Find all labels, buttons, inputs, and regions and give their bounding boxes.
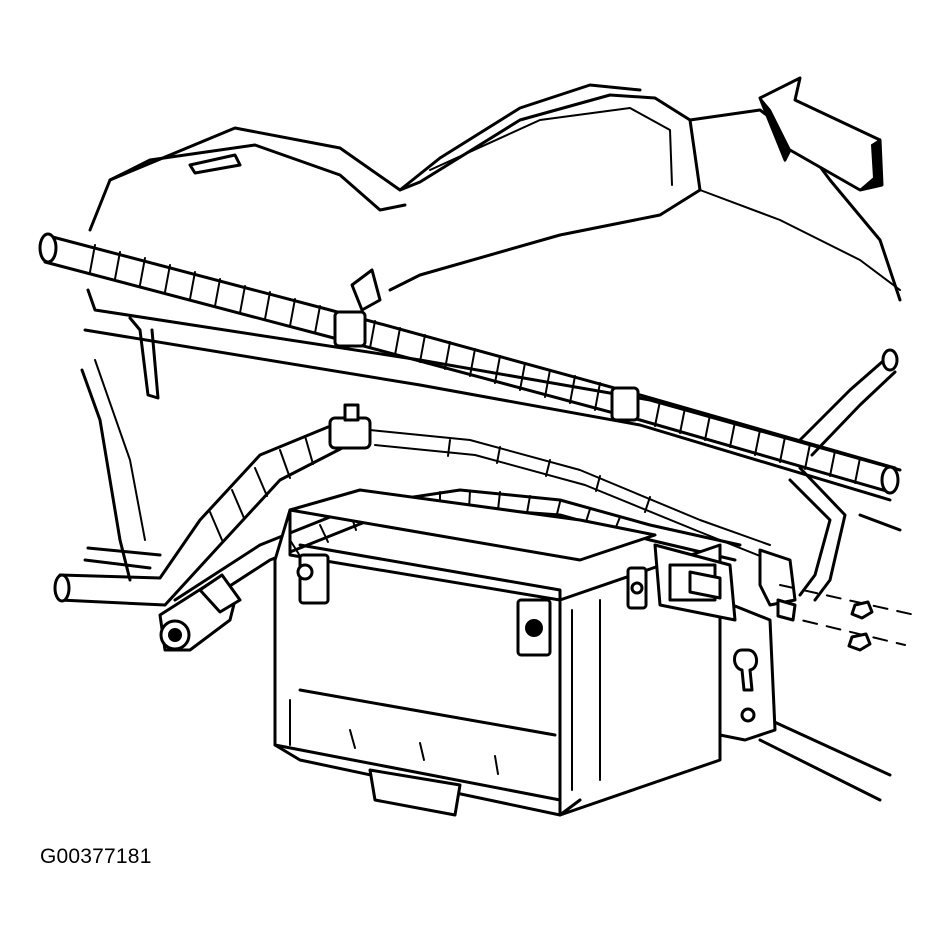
harness-connector bbox=[653, 543, 797, 622]
main-wiring-harness bbox=[38, 232, 900, 495]
mounting-nuts bbox=[776, 584, 916, 652]
ground-terminal bbox=[158, 573, 242, 652]
control-module bbox=[273, 488, 777, 817]
figure-id-label: G00377181 bbox=[40, 845, 152, 868]
direction-arrow-icon bbox=[758, 76, 884, 192]
module-wiring-harness bbox=[53, 403, 847, 617]
module-fasteners bbox=[296, 553, 648, 657]
